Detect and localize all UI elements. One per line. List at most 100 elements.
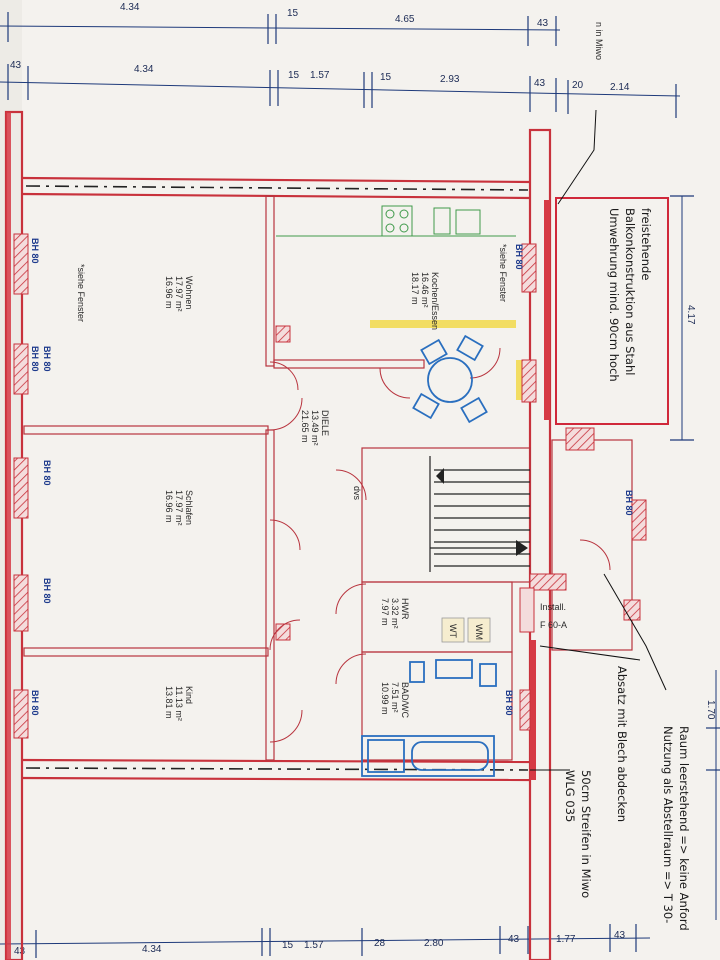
balcony-note-line2: Balkonkonstruktion aus Stahl bbox=[623, 208, 637, 375]
dim-right-170: 1.70 bbox=[705, 700, 716, 720]
note-raum-2: Nutzung als Abstellraum => T 30- bbox=[661, 726, 675, 923]
bathroom-fixtures bbox=[361, 659, 497, 777]
siehe-fenster-right: *siehe Fenster bbox=[498, 244, 508, 302]
dim-top2-d: 1.57 bbox=[310, 70, 330, 81]
yellow-markers bbox=[370, 320, 526, 400]
bh80-left-3: BH 80 bbox=[42, 346, 52, 372]
dim-top1-c: 4.65 bbox=[395, 14, 415, 25]
balcony-note-line3: Umwehrung mind. 90cm hoch bbox=[607, 208, 621, 382]
dim-bottom-c: 15 bbox=[282, 940, 294, 951]
hwr-machines: WT WM bbox=[441, 617, 491, 643]
bh80-left-1: BH 80 bbox=[30, 238, 40, 264]
right-windows bbox=[521, 243, 647, 541]
bh80-left-5: BH 80 bbox=[42, 578, 52, 604]
dim-top2-f: 2.93 bbox=[440, 74, 460, 85]
kind-name: Kind bbox=[184, 686, 194, 704]
dim-top2-a: 43 bbox=[10, 60, 22, 71]
note-absatz: Absatz mit Blech abdecken bbox=[615, 666, 629, 822]
dim-right-417: 4.17 bbox=[685, 305, 696, 325]
room-bad-label: BAD/WC 7.51 m² 10.99 m bbox=[380, 682, 410, 719]
dining-table bbox=[412, 334, 488, 424]
install-shaft bbox=[519, 587, 535, 633]
leader-lines bbox=[530, 109, 667, 771]
kochen-area1: 16.46 m² bbox=[420, 272, 430, 308]
bh80-right-2: BH 80 bbox=[624, 490, 634, 516]
schlafen-area1: 17.97 m² bbox=[174, 490, 184, 526]
hwr-area1: 3.32 m² bbox=[390, 598, 400, 629]
kochen-name: Kochen/Essen bbox=[430, 272, 440, 330]
kind-area1: 11.13 m² bbox=[174, 686, 184, 721]
room-hwr-label: HWR 3.32 m² 7.97 m bbox=[380, 598, 410, 629]
install-text: Install. bbox=[540, 602, 566, 612]
kind-area2: 13.81 m bbox=[164, 686, 174, 719]
dim-bottom-e: 28 bbox=[374, 938, 386, 949]
balcony-note: freistehende Balkonkonstruktion aus Stah… bbox=[555, 197, 669, 425]
outer-walls bbox=[4, 110, 552, 960]
bh80-labels: BH 80 BH 80 BH 80 BH 80 BH 80 BH 80 BH 8… bbox=[30, 238, 634, 716]
kitchen-fixtures bbox=[276, 205, 516, 237]
wohnen-area1: 17.97 m² bbox=[174, 276, 184, 312]
bottom-dimension-row: 43 4.34 15 1.57 28 2.80 43 1.77 43 bbox=[0, 924, 651, 958]
right-vertical-dimension: 4.17 bbox=[670, 195, 696, 441]
dim-top2-e: 15 bbox=[380, 72, 392, 83]
room-schlafen-label: Schlafen 17.97 m² 16.96 m bbox=[164, 490, 194, 526]
dim-bottom-g: 43 bbox=[508, 934, 520, 945]
install-label: Install. F 60-A bbox=[540, 602, 567, 630]
room-diele-label: DIELE 13.49 m² 21.65 m bbox=[300, 410, 330, 446]
dim-top2-i: 2.14 bbox=[610, 82, 630, 93]
diele-area2: 21.65 m bbox=[300, 410, 310, 443]
left-windows bbox=[13, 233, 29, 739]
bad-area2: 10.99 m bbox=[380, 682, 390, 715]
top-dimension-row-1: 4.34 15 4.65 43 bbox=[0, 2, 561, 46]
staircase bbox=[429, 456, 530, 572]
diele-name: DIELE bbox=[320, 410, 330, 436]
kochen-area2: 18.17 m bbox=[410, 272, 420, 305]
wm-label: WM bbox=[474, 624, 484, 640]
hwr-name: HWR bbox=[400, 598, 410, 620]
dim-top1-a: 4.34 bbox=[120, 2, 140, 13]
right-notes: Raum leerstehend => keine Anford Nutzung… bbox=[563, 666, 691, 931]
room-kind-label: Kind 11.13 m² 13.81 m bbox=[164, 686, 194, 721]
bh80-left-2: BH 80 bbox=[30, 346, 40, 372]
dim-bottom-a: 43 bbox=[14, 946, 26, 957]
diele-area1: 13.49 m² bbox=[310, 410, 320, 446]
note-wlg: WLG 035 bbox=[563, 770, 577, 822]
note-streifen: 50cm Streifen in Miwo bbox=[579, 770, 593, 898]
note-raum-1: Raum leerstehend => keine Anford bbox=[677, 726, 691, 931]
wohnen-area2: 16.96 m bbox=[164, 276, 174, 309]
top-dimension-row-2: 43 4.34 15 1.57 15 2.93 43 20 2.14 bbox=[0, 60, 681, 118]
doors bbox=[269, 347, 611, 743]
dim-top2-c: 15 bbox=[288, 70, 300, 81]
dim-top2-b: 4.34 bbox=[134, 64, 154, 75]
dim-bottom-d: 1.57 bbox=[304, 940, 324, 951]
bad-name: BAD/WC bbox=[400, 682, 410, 719]
dim-top2-h: 20 bbox=[572, 80, 584, 91]
schlafen-name: Schlafen bbox=[184, 490, 194, 525]
balcony-note-line1: freistehende bbox=[639, 208, 653, 280]
wohnen-name: Wohnen bbox=[184, 276, 194, 309]
dim-top1-b: 15 bbox=[287, 8, 299, 19]
bad-area1: 7.51 m² bbox=[390, 682, 400, 713]
partial-label-miwo: n in Miwo bbox=[594, 22, 604, 60]
bh80-left-6: BH 80 bbox=[30, 690, 40, 716]
dim-bottom-b: 4.34 bbox=[142, 944, 162, 955]
siehe-fenster-left: *siehe Fenster bbox=[76, 264, 86, 322]
f60-text: F 60-A bbox=[540, 620, 567, 630]
bh80-left-4: BH 80 bbox=[42, 460, 52, 486]
schlafen-area2: 16.96 m bbox=[164, 490, 174, 523]
dim-bottom-f: 2.80 bbox=[424, 938, 444, 949]
dvs-label: dvs bbox=[352, 486, 362, 501]
bh80-right-1: BH 80 bbox=[514, 244, 524, 270]
right-edge-dimension: 1.70 bbox=[705, 670, 720, 920]
bh80-right-3: BH 80 bbox=[504, 690, 514, 716]
interior-walls bbox=[23, 195, 633, 761]
dim-top1-d: 43 bbox=[537, 18, 549, 29]
room-kochen-label: Kochen/Essen 16.46 m² 18.17 m bbox=[410, 272, 440, 330]
hwr-area2: 7.97 m bbox=[380, 598, 390, 626]
room-wohnen-label: Wohnen 17.97 m² 16.96 m bbox=[164, 276, 194, 312]
dim-bottom-h: 1.77 bbox=[556, 934, 576, 945]
wt-label: WT bbox=[448, 624, 458, 638]
hatched-columns bbox=[275, 325, 641, 731]
